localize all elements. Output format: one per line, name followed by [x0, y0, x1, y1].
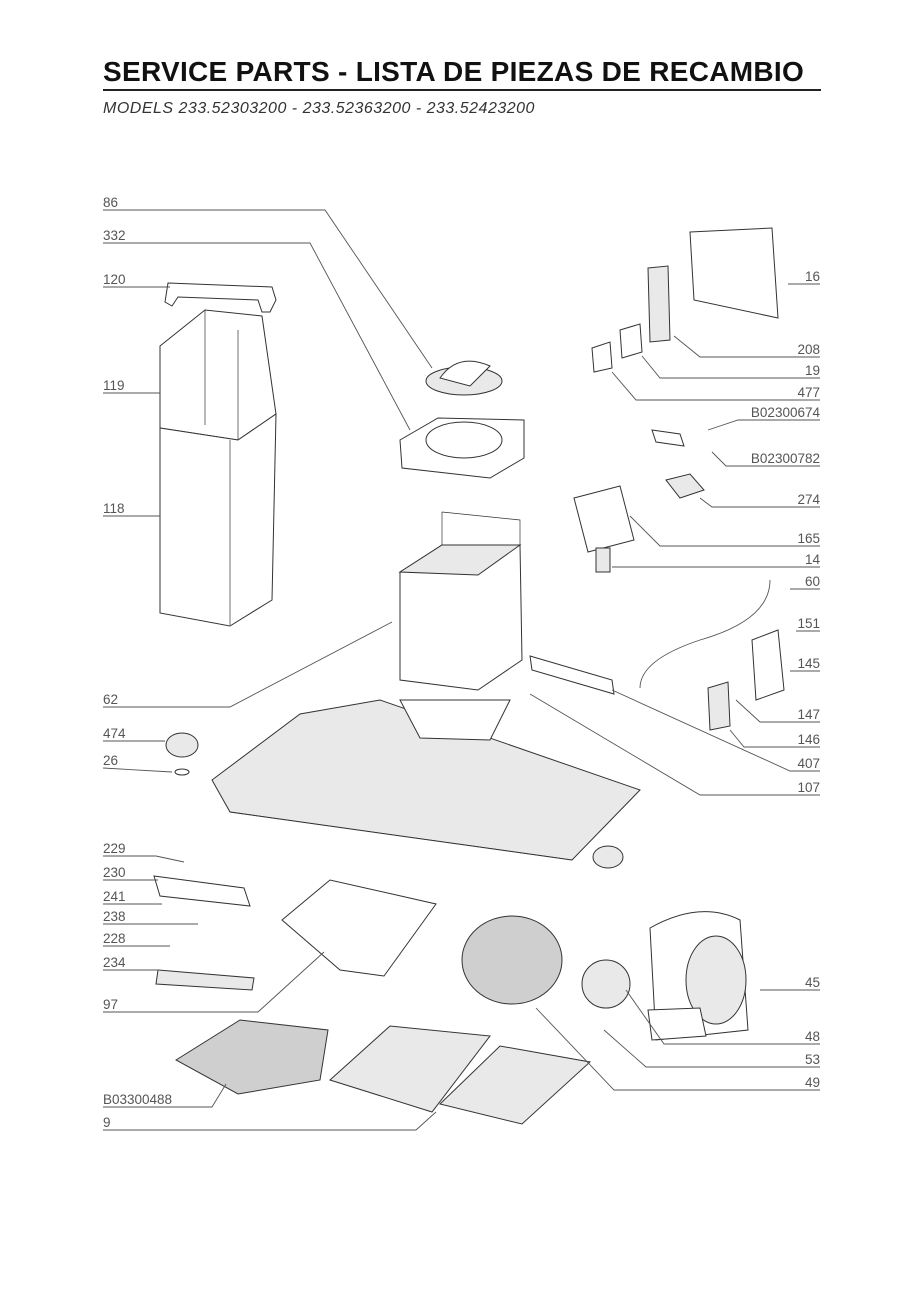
part-label: 118 [103, 501, 125, 516]
part-19-clip [620, 324, 642, 358]
part-label: 230 [103, 865, 126, 880]
part-407-bar [530, 656, 614, 694]
part-label: 86 [103, 195, 118, 210]
part-label: 60 [805, 574, 820, 589]
part-label: 238 [103, 909, 126, 924]
part-label: 234 [103, 955, 126, 970]
part-label: 62 [103, 692, 118, 707]
part-label: 45 [805, 975, 820, 990]
part-48-base [648, 1008, 706, 1040]
part-26-spring [175, 769, 189, 775]
part-119-upper-chimney [160, 310, 276, 440]
part-118-lower-chimney [160, 414, 276, 626]
part-label: 241 [103, 889, 126, 904]
part-label: B02300782 [751, 451, 820, 466]
part-label: 407 [797, 756, 820, 771]
part-label: 120 [103, 272, 126, 287]
part-274-holder [666, 474, 704, 498]
part-b02300674-connector [652, 430, 684, 446]
part-234-board [156, 970, 254, 990]
part-120-bracket [165, 283, 276, 312]
part-53-motor [582, 960, 630, 1008]
part-label: 19 [805, 363, 820, 378]
part-label: 14 [805, 552, 821, 567]
part-label: 16 [805, 269, 820, 284]
part-230-board [154, 876, 250, 906]
part-145-switch [752, 630, 784, 700]
part-label: 474 [103, 726, 126, 741]
part-label: 274 [797, 492, 820, 507]
part-label: 119 [103, 378, 125, 393]
part-474-knob [166, 733, 198, 757]
part-label: B02300674 [751, 405, 821, 420]
part-label: 146 [797, 732, 820, 747]
part-49-fan-wheel [462, 916, 562, 1004]
part-label: 477 [797, 385, 820, 400]
part-label: 229 [103, 841, 126, 856]
part-97-frame [282, 880, 436, 976]
part-14-capacitor [596, 548, 610, 572]
part-label: 26 [103, 753, 118, 768]
part-b03300488-filter [176, 1020, 328, 1094]
part-477-clip [592, 342, 612, 372]
parts-drawings [154, 228, 784, 1124]
part-label: 9 [103, 1115, 111, 1130]
part-label: 165 [797, 531, 820, 546]
part-165-bracket [574, 486, 634, 552]
part-60-cord [640, 580, 770, 688]
part-label: 53 [805, 1052, 820, 1067]
part-208-box [648, 266, 670, 342]
left-part-labels: 86 332 120 119 118 62 474 26 229 230 241… [103, 195, 172, 1130]
part-16-plate [690, 228, 778, 318]
part-label: 145 [797, 656, 820, 671]
part-label: 151 [797, 616, 820, 631]
part-label: 147 [797, 707, 820, 722]
part-label: 107 [797, 780, 820, 795]
part-label: 332 [103, 228, 126, 243]
part-label: 48 [805, 1029, 820, 1044]
part-label: 228 [103, 931, 126, 946]
part-146-block [708, 682, 730, 730]
part-label: 208 [797, 342, 820, 357]
part-label: 97 [103, 997, 118, 1012]
part-label: 49 [805, 1075, 820, 1090]
part-label: B03300488 [103, 1092, 172, 1107]
